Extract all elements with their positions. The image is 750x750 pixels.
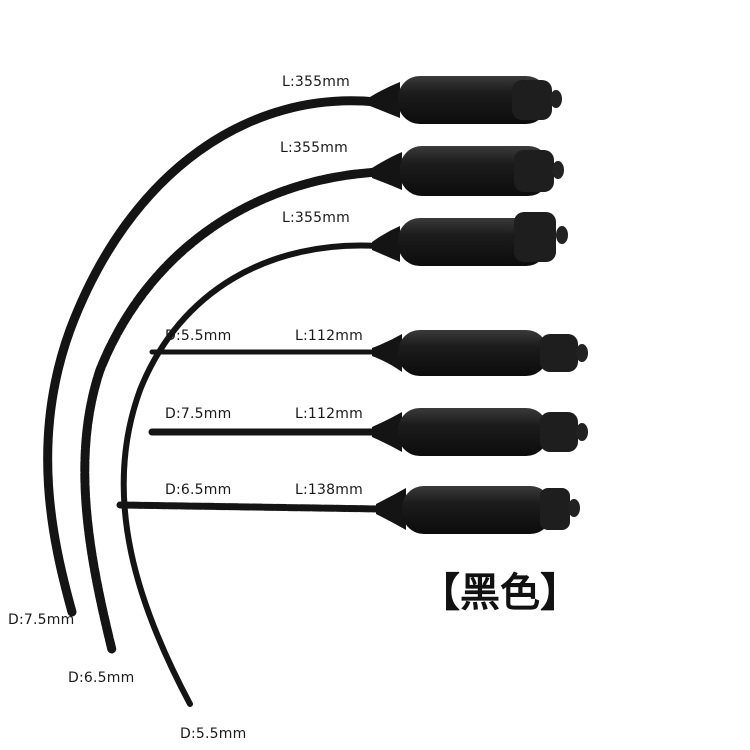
- short-probe-1-neck: [372, 334, 402, 372]
- long-probe-1-shaft: [43, 96, 381, 617]
- long-probe-1-handle: [398, 76, 548, 124]
- short-probe-3-button: [568, 499, 580, 517]
- long-probe-2-handle: [400, 146, 550, 196]
- short-probe-1-cap: [540, 334, 578, 372]
- short-probe-2: [148, 408, 588, 456]
- short-probe-3-cap: [540, 488, 570, 530]
- long-probe-1-cap: [512, 80, 552, 120]
- short-probe-3: [116, 486, 580, 534]
- long-probe-3-shaft: [120, 242, 381, 707]
- long-probe-3-diameter-label: D:5.5mm: [180, 726, 247, 742]
- short-probe-2-cap: [540, 412, 578, 452]
- color-title: 【黑色】: [420, 570, 580, 616]
- short-probe-3-diameter-label: D:6.5mm: [165, 482, 232, 498]
- short-probe-3-neck: [376, 488, 406, 530]
- long-probe-2: [80, 146, 564, 655]
- long-probe-3-button: [556, 226, 568, 244]
- long-probe-3-cap: [514, 212, 556, 262]
- long-probe-3-handle: [398, 218, 548, 266]
- short-probe-1-length-label: L:112mm: [295, 328, 363, 344]
- long-probe-2-button: [552, 161, 564, 179]
- short-probe-3-handle: [402, 486, 552, 534]
- long-probe-2-neck: [372, 152, 402, 190]
- long-probe-1-length-label: L:355mm: [282, 74, 350, 90]
- long-probe-3-length-label: L:355mm: [282, 210, 350, 226]
- short-probe-1-diameter-label: D:5.5mm: [165, 328, 232, 344]
- short-probe-2-length-label: L:112mm: [295, 406, 363, 422]
- short-probe-2-handle: [398, 408, 548, 456]
- long-probe-1: [43, 76, 562, 617]
- long-probe-2-cap: [514, 150, 554, 192]
- short-probe-2-button: [576, 423, 588, 441]
- short-probe-3-shaft: [116, 501, 386, 513]
- short-probe-1-handle: [398, 330, 548, 376]
- long-probe-2-diameter-label: D:6.5mm: [68, 670, 135, 686]
- long-probe-3: [120, 212, 568, 707]
- short-probe-3-length-label: L:138mm: [295, 482, 363, 498]
- long-probe-1-diameter-label: D:7.5mm: [8, 612, 75, 628]
- long-probe-2-length-label: L:355mm: [280, 140, 348, 156]
- long-probe-2-shaft: [80, 167, 385, 655]
- short-probe-1-button: [576, 344, 588, 362]
- long-probe-3-neck: [372, 226, 400, 262]
- short-probe-2-diameter-label: D:7.5mm: [165, 406, 232, 422]
- short-probe-1: [149, 330, 588, 376]
- long-probe-1-button: [550, 90, 562, 108]
- long-probe-1-neck: [370, 82, 400, 118]
- short-probe-2-neck: [372, 412, 402, 452]
